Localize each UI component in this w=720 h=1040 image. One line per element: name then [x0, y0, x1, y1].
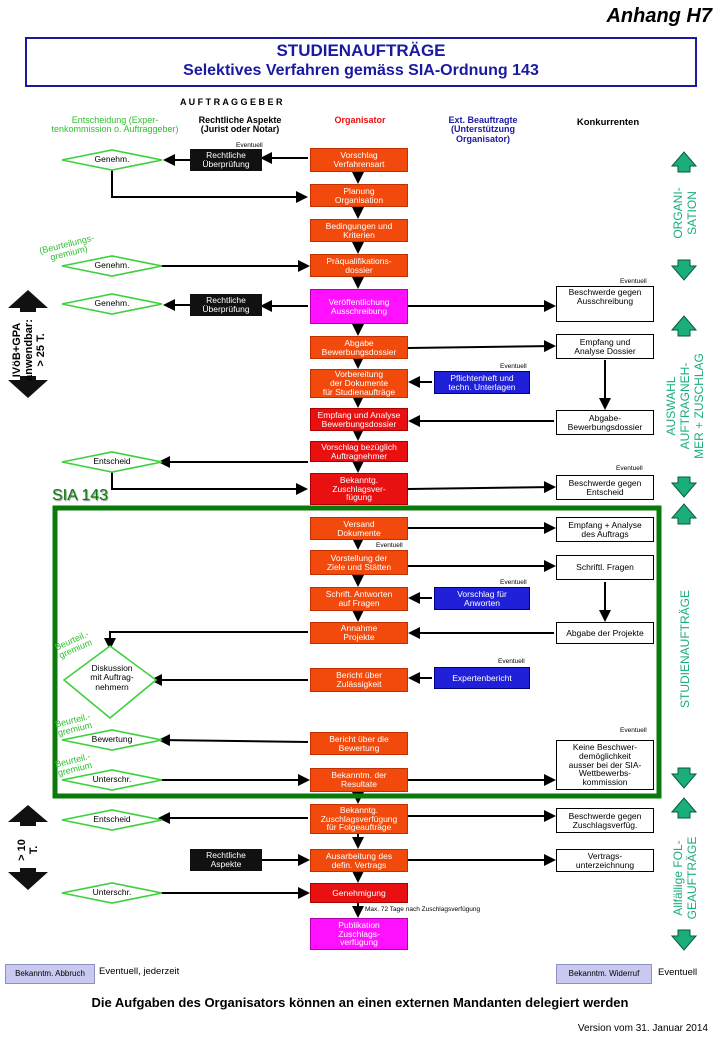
rechtliche-aspekte-box: Rechtliche Aspekte	[190, 849, 262, 871]
decision-entscheid: Entscheid	[93, 456, 131, 466]
eventuell-label: Eventuell	[620, 278, 647, 285]
org-step-vertrag: Ausarbeitung des defin. Vertrags	[310, 849, 408, 872]
decision-genehm: Genehm.	[94, 154, 130, 164]
ext-header: Ext. Beauftragte (Unterstützung Organisa…	[448, 115, 518, 144]
eventuell-label: Eventuell	[236, 142, 263, 149]
abbruch-note: Eventuell, jederzeit	[99, 966, 180, 977]
eventuell-label: Eventuell	[498, 658, 525, 665]
decision-genehm: Genehm.	[94, 298, 130, 308]
phase-folgeauftraege: Allfällige FOL- GEAUFTRÄGE	[671, 836, 699, 920]
ten-label: > 10 T.	[16, 839, 40, 861]
konk-empfang-auftrag: Empfang + Analyse des Auftrags	[556, 517, 654, 542]
phase-auswahl: AUSWAHL AUFTRAGNEH- MER + ZUSCHLAG	[664, 353, 706, 459]
decision-unterschr: Unterschr.	[92, 887, 132, 897]
org-step-vorbereitung: Vorbereitung der Dokumente für Studienau…	[310, 369, 408, 398]
org-step-planung: Planung Organisation	[310, 184, 408, 207]
konk-beschwerde-zuschlag: Beschwerde gegen Zuschlagsverfüg.	[556, 808, 654, 833]
organisator-header: Organisator	[334, 115, 386, 125]
org-step-bewertung: Bericht über die Bewertung	[310, 732, 408, 755]
org-step-zulaessigkeit: Bericht über Zulässigkeit	[310, 668, 408, 692]
org-step-antworten: Schrift. Antworten auf Fragen	[310, 587, 408, 611]
page-title: STUDIENAUFTRÄGE	[276, 41, 446, 60]
org-step-publikation: Publikation Zuschlags- verfügung	[310, 918, 408, 950]
org-step-empfang-analyse: Empfang und Analyse Bewerbungsdossier	[310, 408, 408, 431]
konk-abgabe-projekte: Abgabe der Projekte	[556, 622, 654, 644]
eventuell-label: Eventuell	[616, 465, 643, 472]
sia-label: SIA 143	[52, 487, 109, 504]
org-step-annahme: Annahme Projekte	[310, 622, 408, 644]
title-frame	[25, 37, 697, 87]
phase-organisation: ORGANI- SATION	[671, 187, 699, 239]
eventuell-label: Eventuell	[500, 363, 527, 370]
decision-diskussion: Diskussion mit Auftrag- nehmern	[90, 663, 134, 692]
org-step-zuschlagsverfuegung: Bekanntg. Zuschlagsver- fügung	[310, 473, 408, 505]
konk-vertragsunterzeichnung: Vertrags- unterzeichnung	[556, 849, 654, 872]
widerruf-note: Eventuell	[658, 967, 698, 978]
konk-empfang-dossier: Empfang und Analyse Dossier	[556, 334, 654, 359]
org-step-veroeffentlichung: Veröffentlichung Ausschreibung	[310, 289, 408, 324]
org-step-versand: Versand Dokumente	[310, 517, 408, 540]
konk-abgabe-bewerbungsdossier: Abgabe- Bewerbungsdossier	[556, 410, 654, 435]
konk-beschwerde-ausschreibung: Beschwerde gegen Ausschreibung	[556, 286, 654, 322]
bekanntm-abbruch-box: Bekanntm. Abbruch	[5, 964, 95, 984]
org-step-genehmigung: Genehmigung	[310, 883, 408, 903]
decision-genehm: Genehm.	[94, 260, 130, 270]
max-note: Max. 72 Tage nach Zuschlagsverfügung	[365, 906, 481, 913]
konk-keine-beschwerde: Keine Beschwer- demöglichkeit ausser bei…	[556, 740, 654, 790]
rechtliche-ueberpruefung-box: Rechtliche Überprüfung	[190, 149, 262, 171]
auftraggeber-header: A U F T R A G G E B E R	[180, 97, 283, 107]
org-step-vorschlag-auftragnehmer: Vorschlag bezüglich Auftragnehmer	[310, 441, 408, 462]
rechtliche-ueberpruefung-box: Rechtliche Überprüfung	[190, 294, 262, 316]
decision-entscheid: Entscheid	[93, 814, 131, 824]
org-step-vorschlag-verfahrensart: Vorschlag Verfahrensart	[310, 148, 408, 172]
org-step-bedingungen: Bedingungen und Kriterien	[310, 219, 408, 242]
footer-note: Die Aufgaben des Organisators können an …	[91, 995, 629, 1010]
ext-pflichtenheft-box: Pflichtenheft und techn. Unterlagen	[434, 371, 530, 394]
bekanntm-widerruf-box: Bekanntm. Widerruf	[556, 964, 652, 984]
konk-beschwerde-entscheid: Beschwerde gegen Entscheid	[556, 475, 654, 500]
entscheidung-header: Entscheidung (Exper- tenkommission o. Au…	[51, 115, 179, 135]
eventuell-label: Eventuell	[376, 542, 403, 549]
rechtlich-header: Rechtliche Aspekte (Jurist oder Notar)	[198, 115, 282, 135]
konk-schriftl-fragen: Schriftl. Fragen	[556, 555, 654, 580]
org-step-abgabe-bewerbung: Abgabe Bewerbungsdossier	[310, 336, 408, 359]
org-step-vorstellung: Vorstellung der Ziele und Stätten	[310, 550, 408, 575]
ext-vorschlag-antworten-box: Vorschlag für Anworten	[434, 587, 530, 610]
appendix-label: Anhang H7	[606, 5, 712, 27]
eventuell-label: Eventuell	[620, 727, 647, 734]
ivob-label: IVöB+GPA anwendbar: > 25 T.	[11, 319, 47, 381]
eventuell-label: Eventuell	[500, 579, 527, 586]
decision-bewertung: Bewertung	[91, 734, 133, 744]
ext-expertenbericht-box: Expertenbericht	[434, 667, 530, 689]
phase-studienauftraege: STUDIENAUFTRÄGE	[678, 590, 692, 709]
version-label: Version vom 31. Januar 2014	[577, 1023, 708, 1034]
org-step-folgeauftraege: Bekanntg. Zuschlagsverfügung für Folgeau…	[310, 804, 408, 834]
decision-unterschr: Unterschr.	[92, 774, 132, 784]
org-step-praequalifikation: Präqualifikations- dossier	[310, 254, 408, 277]
konkurrenten-header: Konkurrenten	[576, 117, 640, 128]
page-subtitle: Selektives Verfahren gemäss SIA-Ordnung …	[183, 62, 539, 79]
org-step-resultate: Bekanntm. der Resultate	[310, 768, 408, 792]
